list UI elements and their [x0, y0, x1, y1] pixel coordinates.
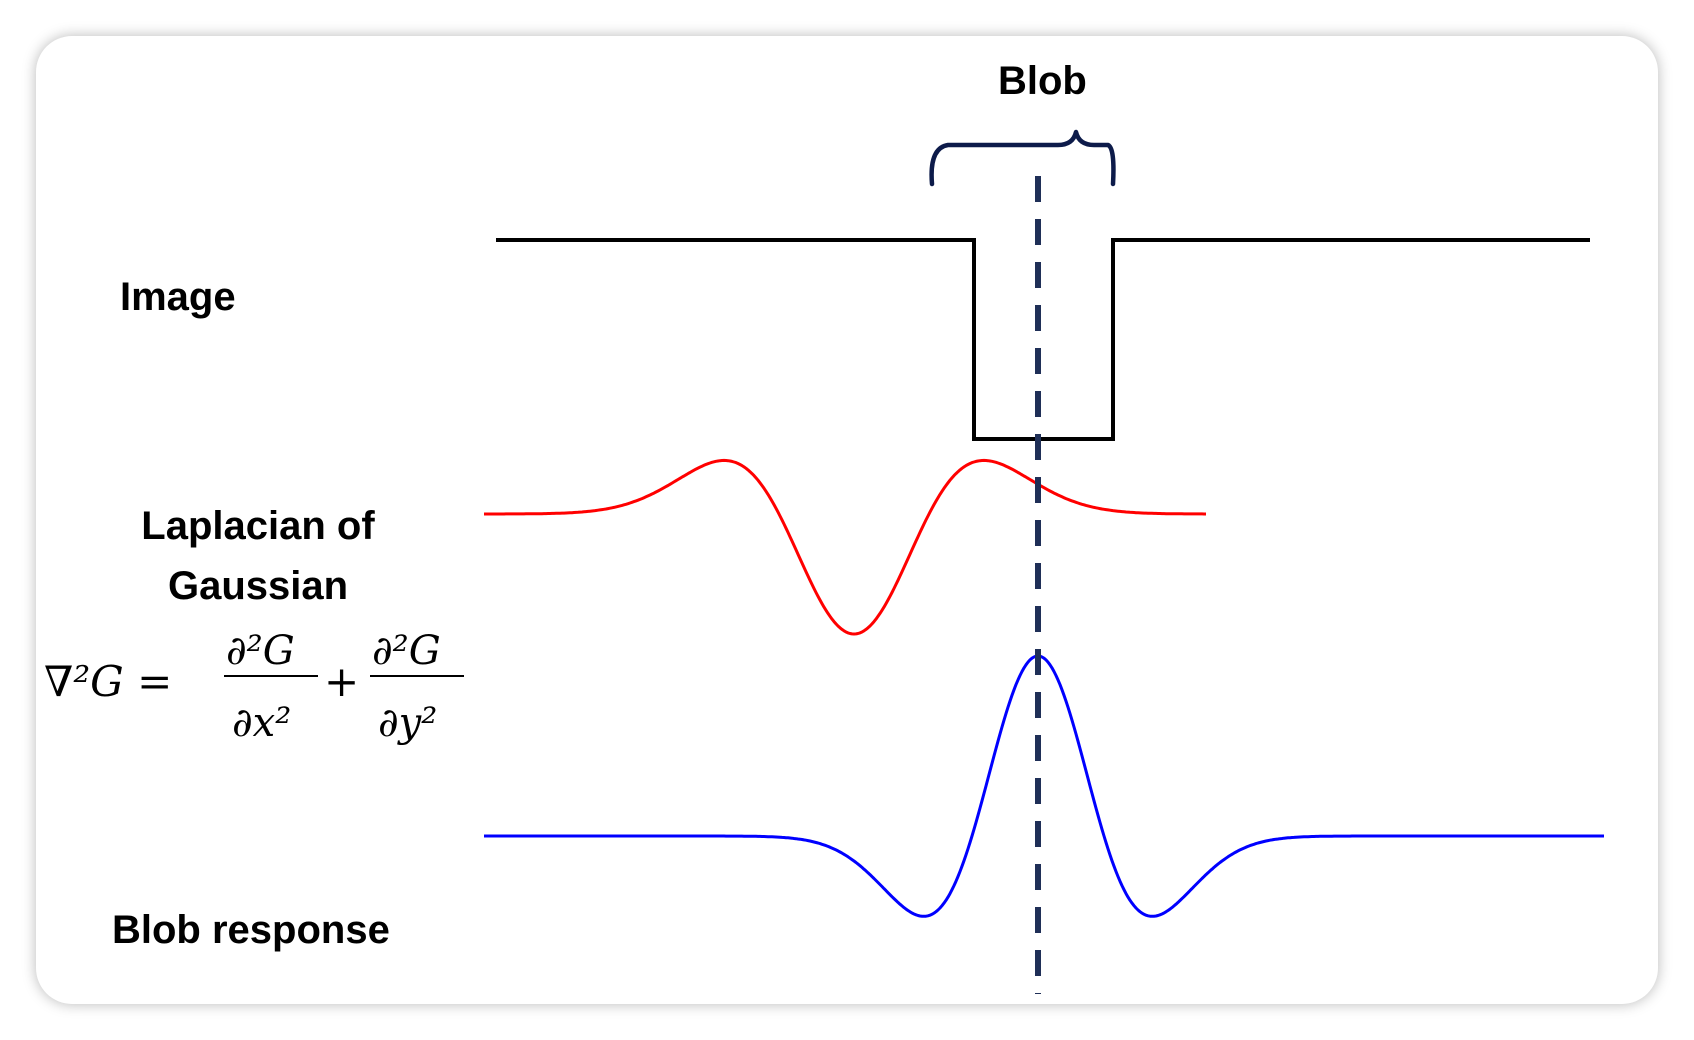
laplacian-label-line2: Gaussian: [167, 564, 349, 608]
diagram-card: ∇²G = ∂²G ∂x² + ∂²G ∂y² Blob Image Lapla…: [36, 36, 1658, 1004]
image-signal-line: [496, 238, 1590, 441]
formula-term1-numerator: ∂²G: [226, 628, 295, 674]
blob-label: Blob: [998, 59, 1087, 103]
blob-response-label: Blob response: [112, 908, 390, 952]
diagram-canvas: ∇²G = ∂²G ∂x² + ∂²G ∂y²: [44, 129, 1604, 994]
laplacian-of-gaussian-label: Laplacian of Gaussian: [108, 496, 408, 616]
formula-term2-denominator: ∂y²: [378, 700, 437, 746]
formula-lhs: ∇²G =: [44, 657, 172, 706]
laplacian-of-gaussian-curve: [484, 458, 1206, 636]
formula-term1-denominator: ∂x²: [232, 700, 291, 746]
image-label: Image: [120, 275, 236, 319]
formula-term2-numerator: ∂²G: [372, 628, 441, 674]
log-formula: ∇²G = ∂²G ∂x² + ∂²G ∂y²: [44, 628, 464, 746]
blob-brace: [929, 129, 1116, 187]
laplacian-label-line1: Laplacian of: [141, 504, 375, 548]
blob-response-curve: [484, 654, 1604, 918]
formula-plus: +: [324, 657, 359, 706]
